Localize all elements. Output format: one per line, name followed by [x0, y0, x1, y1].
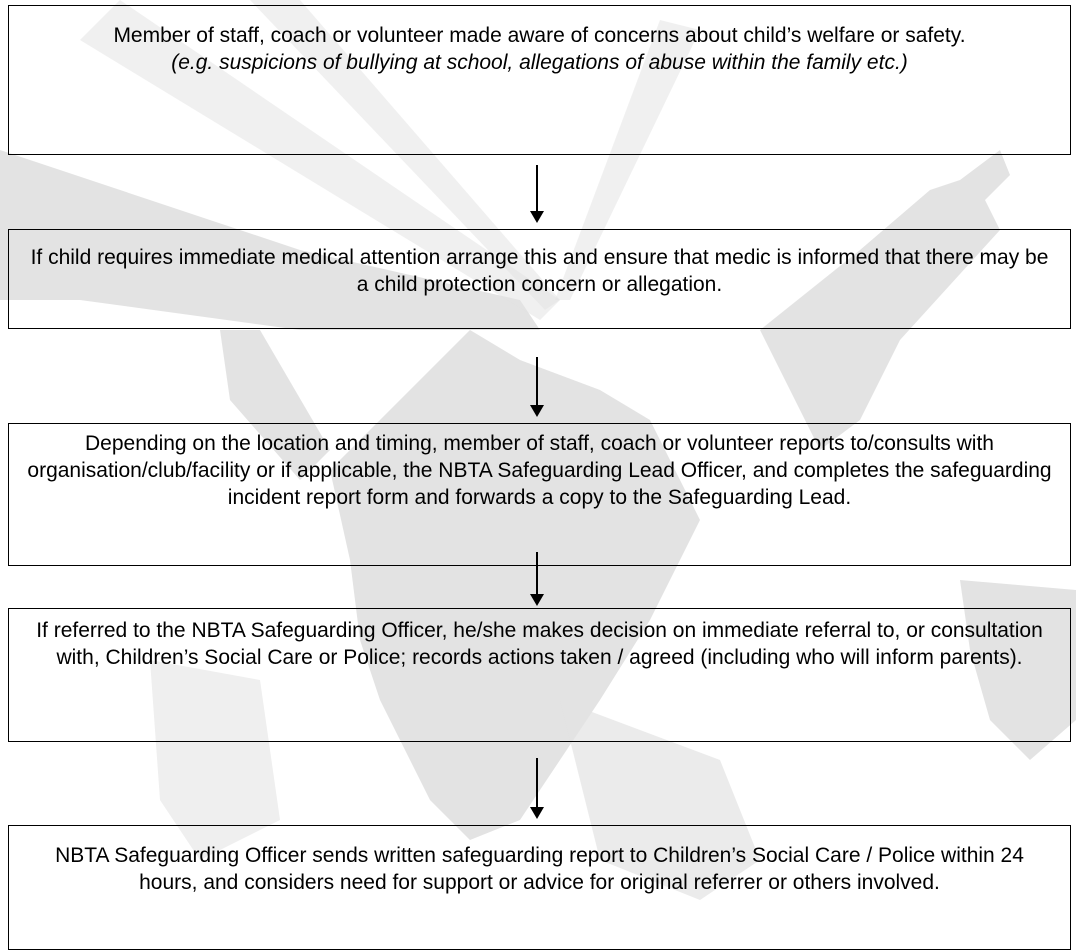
- arrow-1-to-2: [530, 165, 544, 223]
- watermark-trumpet-left: [0, 150, 540, 330]
- flowchart-step-5: NBTA Safeguarding Officer sends written …: [8, 825, 1071, 950]
- flowchart-step-4: If referred to the NBTA Safeguarding Off…: [8, 608, 1071, 742]
- arrow-4-to-5: [530, 758, 544, 819]
- arrow-3-to-4: [530, 552, 544, 606]
- flowchart-step-2: If child requires immediate medical atte…: [8, 229, 1071, 329]
- watermark-hand-right: [760, 150, 1010, 450]
- flowchart-step-3: Depending on the location and timing, me…: [8, 423, 1071, 566]
- watermark-figure: [330, 330, 700, 840]
- step-2-text: If child requires immediate medical atte…: [30, 246, 1049, 296]
- step-4-text: If referred to the NBTA Safeguarding Off…: [36, 619, 1043, 669]
- step-1-text: Member of staff, coach or volunteer made…: [113, 24, 966, 47]
- step-3-text: Depending on the location and timing, me…: [27, 432, 1052, 509]
- flowchart-step-1: Member of staff, coach or volunteer made…: [8, 5, 1071, 155]
- arrow-2-to-3: [530, 357, 544, 417]
- step-5-text: NBTA Safeguarding Officer sends written …: [55, 844, 1024, 894]
- step-1-note: (e.g. suspicions of bullying at school, …: [171, 51, 908, 74]
